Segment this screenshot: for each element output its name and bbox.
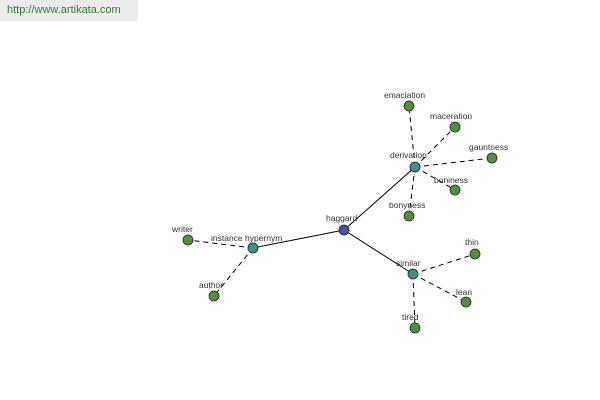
- edge-derivation-to-emaciation: [408, 105, 416, 168]
- node-emaciation[interactable]: [403, 100, 415, 112]
- label-lean: lean: [456, 287, 472, 297]
- node-lean[interactable]: [460, 296, 472, 308]
- node-similar[interactable]: [407, 268, 419, 280]
- node-thin[interactable]: [469, 248, 481, 260]
- node-gauntness[interactable]: [486, 152, 498, 164]
- label-tired: tired: [402, 312, 419, 322]
- edge-instance-hypernym-to-writer: [187, 239, 254, 249]
- label-emaciation: emaciation: [384, 90, 425, 100]
- edge-haggard-to-derivation: [343, 166, 416, 231]
- node-author[interactable]: [208, 290, 220, 302]
- node-maceration[interactable]: [449, 121, 461, 133]
- node-tired[interactable]: [409, 322, 421, 334]
- edge-haggard-to-similar: [343, 229, 414, 275]
- node-writer[interactable]: [182, 234, 194, 246]
- node-instance-hypernym[interactable]: [247, 242, 259, 254]
- edge-derivation-to-gauntness: [414, 157, 493, 168]
- label-derivation: derivation: [390, 150, 427, 160]
- label-bonyness: bonyness: [389, 200, 425, 210]
- label-maceration: maceration: [430, 111, 472, 121]
- label-gauntness: gauntness: [469, 142, 508, 152]
- edge-derivation-to-boniness: [414, 166, 456, 191]
- site-url-banner[interactable]: http://www.artikata.com: [0, 0, 138, 21]
- node-haggard[interactable]: [338, 224, 350, 236]
- node-bonyness[interactable]: [403, 210, 415, 222]
- edge-similar-to-lean: [412, 273, 467, 303]
- node-boniness[interactable]: [449, 184, 461, 196]
- node-derivation[interactable]: [409, 161, 421, 173]
- node-layer: [182, 100, 498, 334]
- edge-layer: [187, 105, 493, 329]
- label-instance-hypernym: instance hypernym: [211, 233, 282, 243]
- edge-similar-to-tired: [412, 273, 416, 329]
- edge-derivation-to-maceration: [414, 126, 456, 168]
- label-writer: writer: [171, 224, 193, 234]
- label-layer: haggard instance hypernym derivation simila…: [171, 90, 508, 322]
- label-author: author: [199, 280, 223, 290]
- label-similar: similar: [396, 258, 421, 268]
- edge-similar-to-thin: [412, 253, 476, 275]
- label-boniness: boniness: [434, 175, 468, 185]
- label-haggard: haggard: [326, 213, 357, 223]
- edge-instance-hypernym-to-author: [213, 247, 254, 297]
- edge-haggard-to-instance-hypernym: [252, 229, 345, 249]
- label-thin: thin: [465, 237, 479, 247]
